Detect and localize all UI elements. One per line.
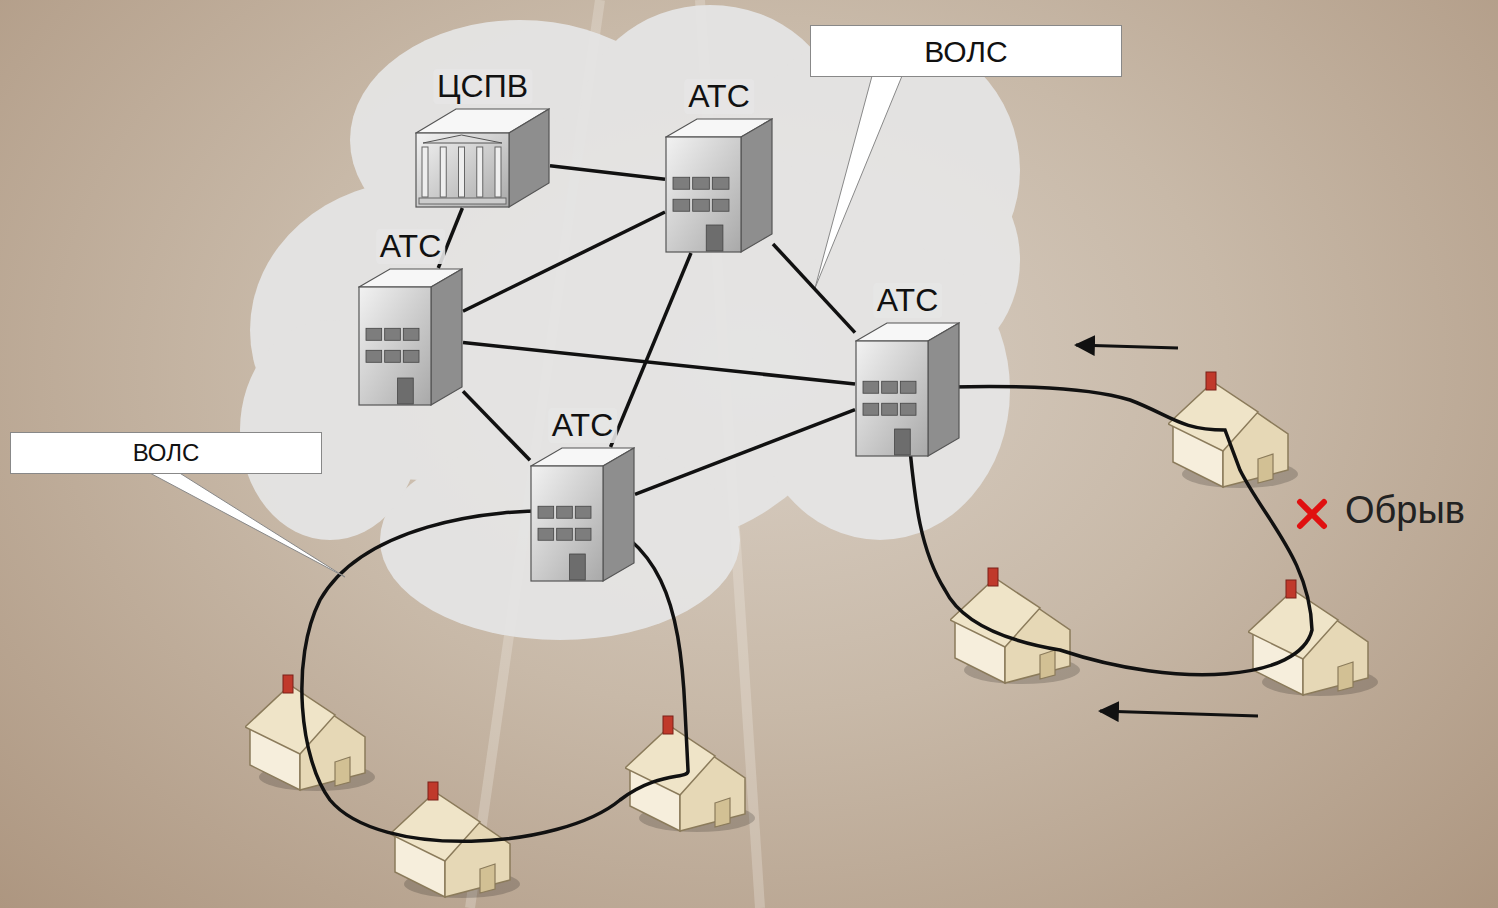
break-label: Обрыв [1345,490,1465,532]
callout-text: ВОЛС [133,440,200,466]
building-label: ЦСПВ [433,69,532,104]
building-icon [530,447,635,582]
fiber-ring [302,386,1312,841]
atc-building: АТС [665,118,773,253]
break-mark [1300,502,1324,526]
fiber-link [635,410,855,495]
building-label: АТС [684,79,754,114]
cloud [240,5,1020,640]
building-icon [415,108,550,208]
exchange-building: ЦСПВ [415,108,550,208]
fiber-link [550,166,665,179]
fiber-link [463,212,665,311]
building-label: АТС [548,408,618,443]
building-icon [358,268,463,406]
building-label: АТС [376,229,446,264]
atc-building: АТС [530,447,635,582]
callout-box: ВОЛС [810,25,1122,77]
callout-text: ВОЛС [924,35,1007,68]
building-icon [855,322,960,457]
building-label: АТС [873,283,943,318]
callout-box: ВОЛС [10,432,322,474]
fiber-link [463,343,855,384]
fiber-link [611,253,691,447]
houses [245,372,1378,898]
fiber-link [773,244,855,333]
direction-arrows [1076,345,1258,716]
callout-pointers [148,76,902,577]
building-icon [665,118,773,253]
atc-building: АТС [358,268,463,406]
atc-building: АТС [855,322,960,457]
fiber-link [463,391,530,460]
